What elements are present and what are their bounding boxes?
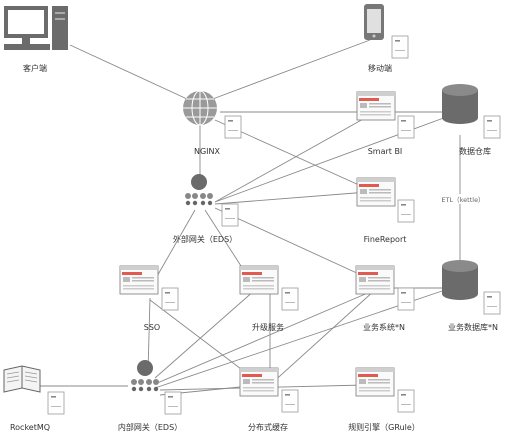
distributed-cache-label: 分布式缓存 [248, 423, 288, 432]
etl-label: ETL（kettle） [441, 196, 485, 204]
server-icon [164, 391, 182, 415]
server-icon [221, 203, 239, 227]
upgrade-service-label: 升级服务 [252, 323, 284, 332]
business-system-label: 业务系统*N [363, 323, 405, 332]
server-icon [224, 115, 242, 139]
server-window-icon [239, 265, 279, 295]
server-icon [397, 287, 415, 311]
globe-icon [183, 90, 217, 126]
finereport-label: FineReport [363, 235, 407, 244]
server-icon [47, 391, 65, 415]
server-window-icon [355, 265, 395, 295]
smartbi-label: Smart BI [367, 147, 403, 156]
server-window-icon [355, 367, 395, 397]
book-icon [3, 365, 41, 393]
database-icon [442, 260, 478, 300]
client-label: 客户端 [23, 64, 47, 73]
datawarehouse-label: 数据仓库 [459, 147, 491, 156]
server-window-icon [119, 265, 159, 295]
server-window-icon [356, 91, 396, 121]
server-window-icon [239, 367, 279, 397]
server-icon [281, 287, 299, 311]
server-icon [161, 287, 179, 311]
server-icon [391, 35, 409, 59]
server-icon [397, 199, 415, 223]
desktop-computer-icon [4, 6, 68, 50]
server-window-icon [356, 177, 396, 207]
database-icon [442, 84, 478, 124]
server-icon [483, 291, 501, 315]
server-icon [397, 389, 415, 413]
external-gateway-label: 外部网关（EDS） [172, 235, 238, 244]
gateway-people-icon [131, 360, 159, 392]
rocketmq-label: RocketMQ [9, 423, 51, 432]
sso-label: SSO [143, 323, 161, 332]
mobile-label: 移动端 [368, 64, 392, 73]
nginx-label: NGINX [193, 147, 221, 156]
server-icon [483, 115, 501, 139]
gateway-people-icon [185, 174, 213, 206]
server-icon [397, 115, 415, 139]
internal-gateway-label: 内部网关（EDS） [117, 423, 183, 432]
etl-label-bg [446, 194, 480, 204]
connection-lines [40, 39, 461, 396]
business-db-label: 业务数据库*N [448, 323, 498, 332]
server-icon [281, 389, 299, 413]
rules-engine-label: 规则引擎（GRule） [348, 423, 420, 432]
mobile-phone-icon [364, 4, 384, 40]
